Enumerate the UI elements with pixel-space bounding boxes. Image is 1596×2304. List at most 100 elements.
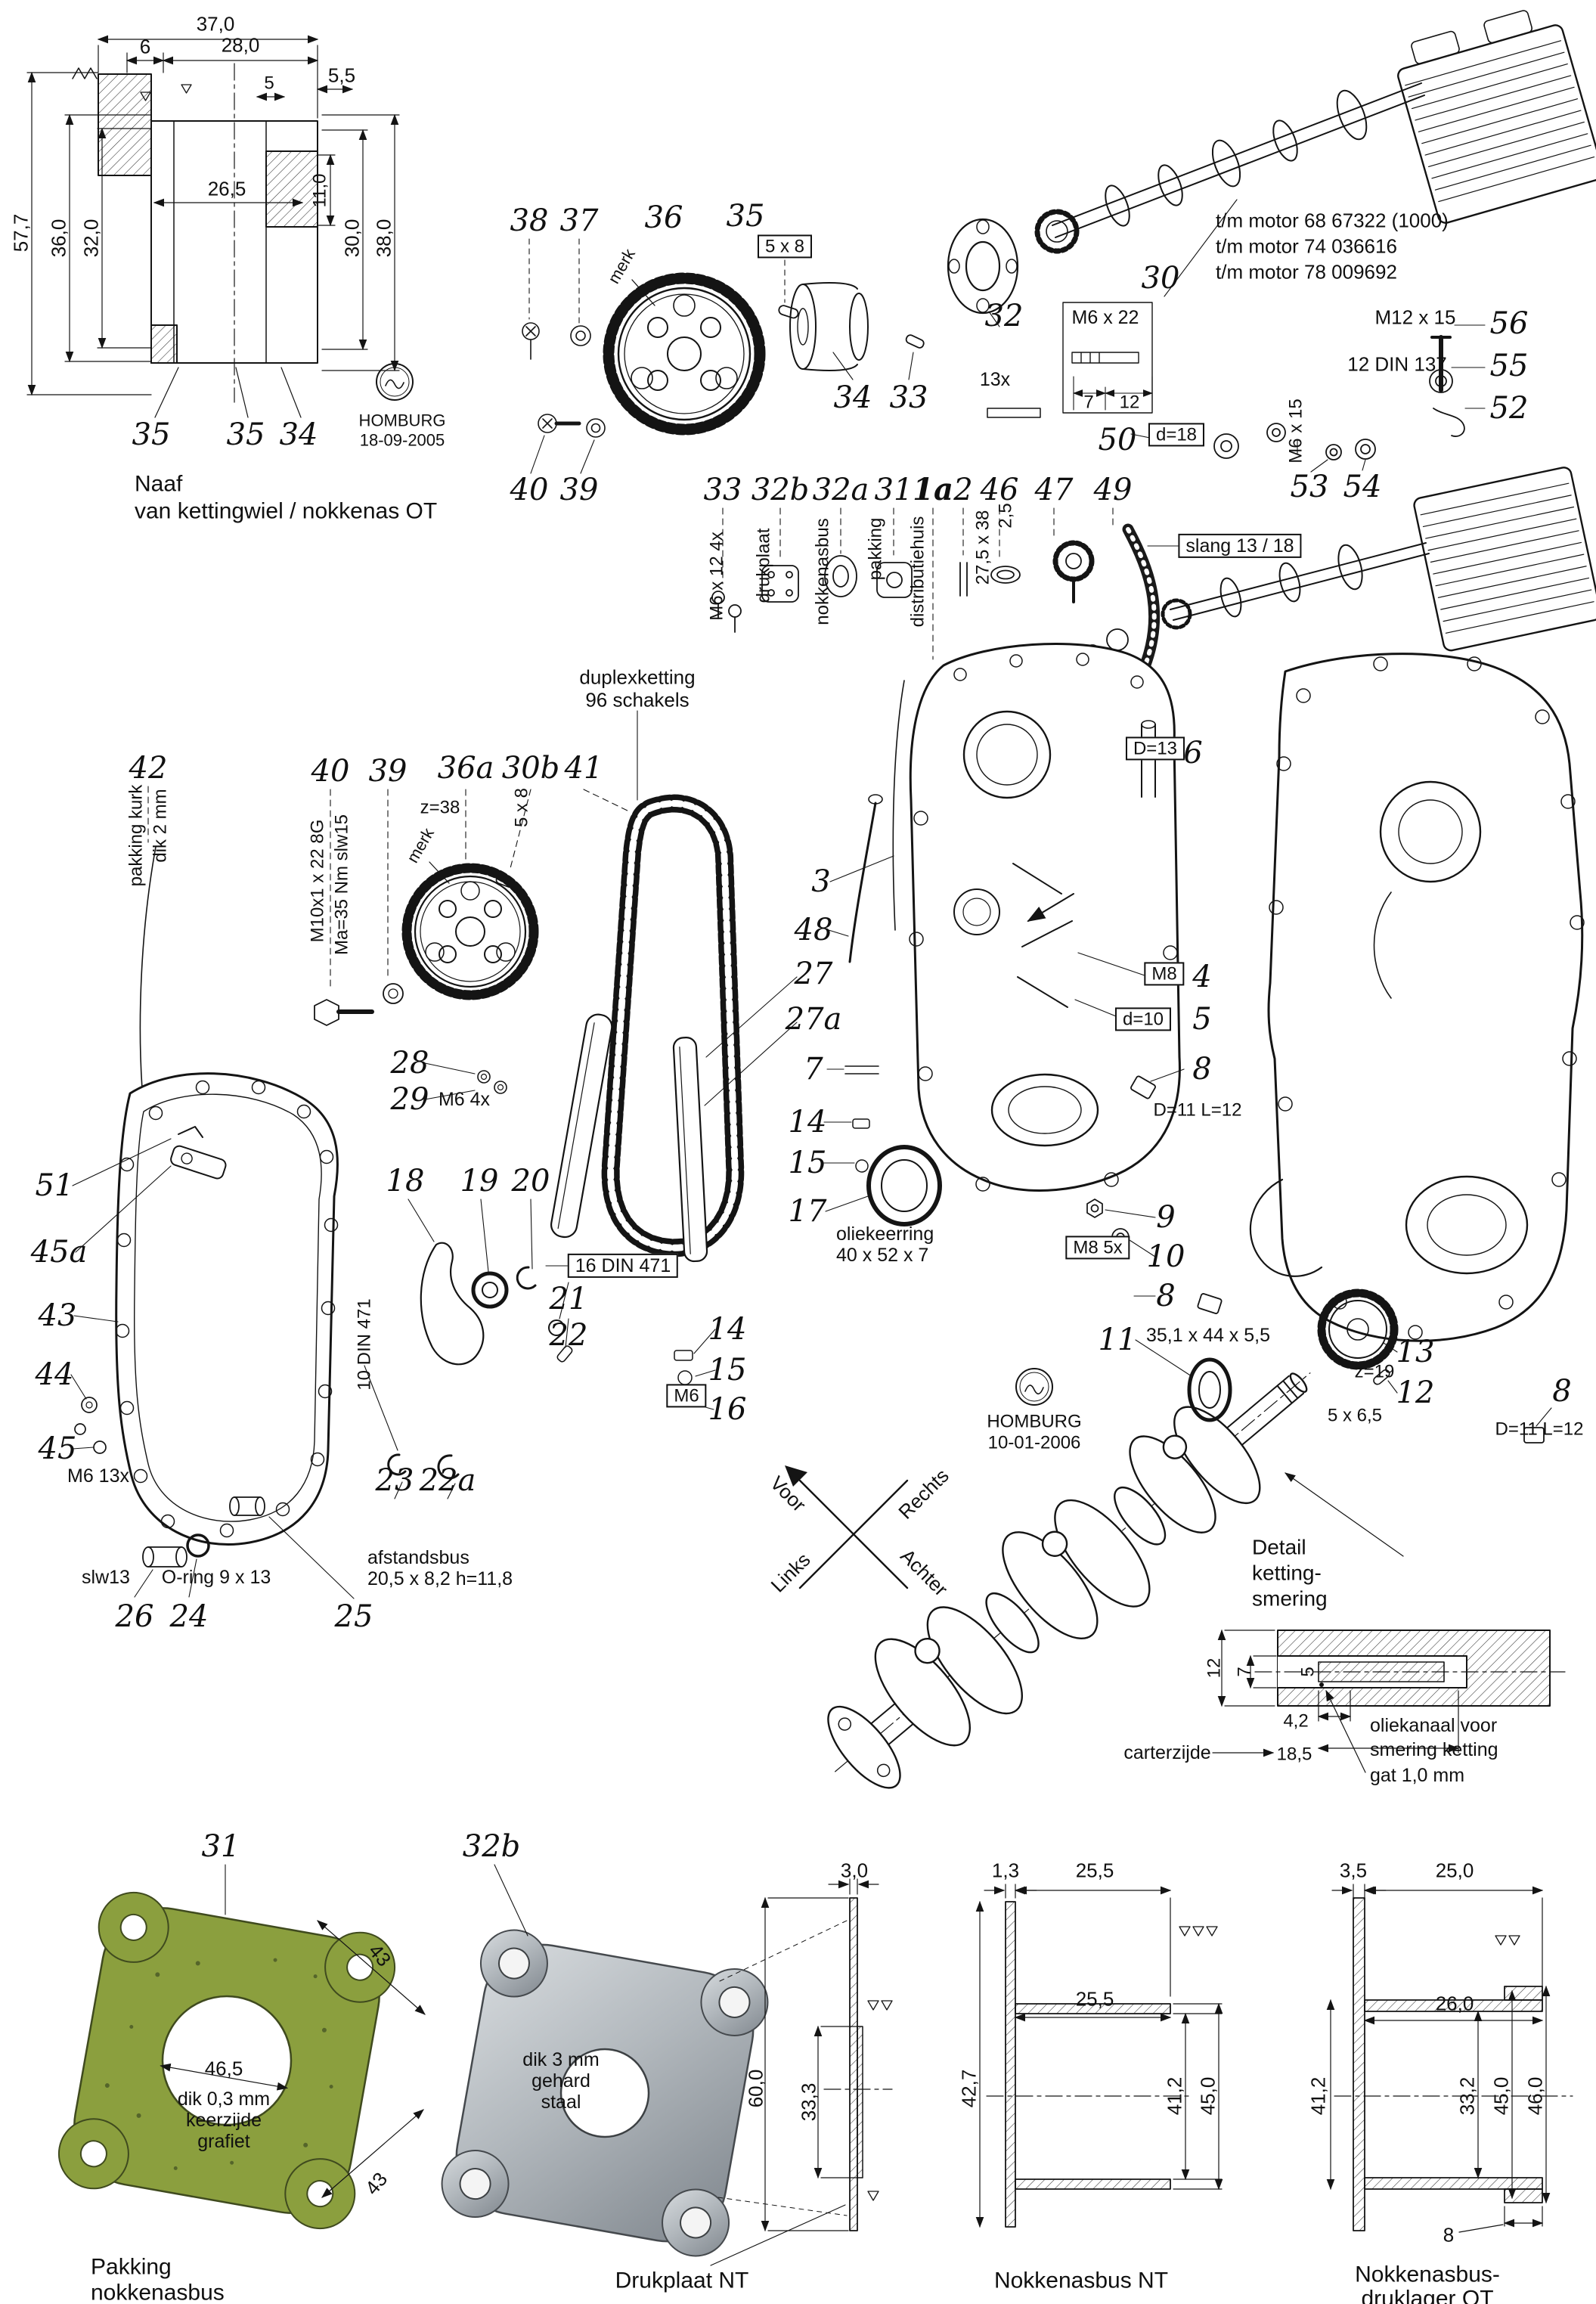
hub-dimension-drawing <box>26 35 400 418</box>
part-8-b: 8 <box>1156 1279 1176 1313</box>
gasket-dim-46-5: 46,5 <box>204 2057 243 2080</box>
motor-line-2: t/m motor 74 036616 <box>1216 234 1397 258</box>
nb-dim-1-3: 1,3 <box>991 1859 1020 1882</box>
druklager-ot-section <box>1326 1884 1573 2233</box>
rot-drukplaat: drukplaat <box>753 528 774 603</box>
homburg-1-date: 18-09-2005 <box>359 430 445 450</box>
motor-line-3: t/m motor 78 009692 <box>1216 260 1397 284</box>
homburg-logo-1 <box>376 363 414 401</box>
part-37: 37 <box>559 203 599 238</box>
gasket-note-3: grafiet <box>197 2130 250 2152</box>
gasket-note-2: keerzijde <box>185 2109 262 2131</box>
part-50: 50 <box>1098 423 1137 457</box>
dim-32-0: 32,0 <box>79 219 103 258</box>
part-56: 56 <box>1489 306 1529 341</box>
box-5x8: 5 x 8 <box>757 234 813 259</box>
det-4-2: 4,2 <box>1283 1710 1309 1732</box>
pakking-title-2: nokkenasbus <box>91 2280 225 2304</box>
box-slang: slang 13 / 18 <box>1178 533 1302 559</box>
detail-title-3: smering <box>1252 1586 1328 1611</box>
no-dim-45-0: 45,0 <box>1489 2076 1513 2116</box>
part-13: 13 <box>1396 1335 1435 1369</box>
label-o-ring: O-ring 9 x 13 <box>161 1566 271 1588</box>
part-18: 18 <box>386 1164 425 1199</box>
det-olie-2: smering ketting <box>1370 1738 1498 1760</box>
part-22: 22 <box>549 1318 588 1353</box>
chain-lubrication-detail <box>1212 1472 1566 1773</box>
rot-m6x12: M6 x 12 4x <box>706 532 727 621</box>
det-olie-3: gat 1,0 mm <box>1370 1764 1465 1786</box>
chain-guide-27 <box>550 1013 613 1239</box>
part-4: 4 <box>1192 960 1212 994</box>
camshaft-sprocket-36 <box>603 272 766 436</box>
crankshaft <box>827 1372 1311 1789</box>
key-12 <box>1373 1369 1390 1385</box>
rot-distributiehuis: distributiehuis <box>907 516 928 628</box>
bolt-38-washer-37 <box>522 238 591 360</box>
part-32b-b: 32b <box>462 1829 521 1864</box>
label-d11-a: D=11 L=12 <box>1153 1099 1242 1121</box>
chain-guide-27a <box>672 1037 708 1263</box>
timing-housing <box>848 642 1181 1192</box>
part-42: 42 <box>129 751 168 786</box>
no-dim-33-2: 33,2 <box>1455 2076 1479 2116</box>
det-7: 7 <box>1234 1667 1255 1677</box>
compass-links: Links <box>766 1548 815 1597</box>
bolt-40-washer-39-top <box>530 414 606 474</box>
drukplaat-32b <box>441 1929 769 2257</box>
naaf-title: Naaf <box>135 471 183 497</box>
part-40-a: 40 <box>510 473 549 507</box>
druklager-title-1: Nokkenasbus- <box>1355 2262 1500 2287</box>
part-51: 51 <box>35 1168 74 1203</box>
part-8-a: 8 <box>1192 1052 1212 1087</box>
left-cover <box>74 1072 339 1546</box>
label-d18: d=18 <box>1148 423 1205 447</box>
detail-title-1: Detail <box>1252 1535 1306 1559</box>
part-14-a: 14 <box>788 1105 827 1140</box>
cork-gasket-42 <box>139 846 157 1090</box>
label-z19: z=19 <box>1354 1361 1395 1382</box>
dim-57-7: 57,7 <box>9 213 33 253</box>
part-33-a: 33 <box>889 380 928 415</box>
part-35-a: 35 <box>132 417 171 452</box>
part-28: 28 <box>390 1046 429 1081</box>
part-17: 17 <box>788 1194 827 1229</box>
afstandsbus-1: afstandsbus <box>367 1546 470 1568</box>
oil-seal-17 <box>866 1145 942 1226</box>
part-22a: 22a <box>419 1463 476 1498</box>
stud-box-m6x22 <box>1062 302 1154 414</box>
nb-dim-45-0: 45,0 <box>1196 2076 1219 2116</box>
rot-m10x1: M10x1 x 22 8G <box>307 819 328 943</box>
homburg-logo-2 <box>1015 1368 1053 1406</box>
rot-10din471: 10 DIN 471 <box>354 1298 375 1391</box>
part-23: 23 <box>375 1463 414 1498</box>
label-m6x15: M6 x 15 <box>1285 398 1306 464</box>
rot-27-5x38: 27,5 x 38 <box>972 510 993 585</box>
dim-5: 5 <box>264 73 274 94</box>
part-35-c: 35 <box>726 199 765 234</box>
no-dim-26-0: 26,0 <box>1435 1992 1474 2015</box>
nokkenasbus-nt-title: Nokkenasbus NT <box>993 2268 1169 2293</box>
part-47: 47 <box>1034 473 1074 507</box>
afstandsbus-2: 20,5 x 8,2 h=11,8 <box>367 1568 513 1589</box>
part-43: 43 <box>38 1298 77 1333</box>
label-5x6-5: 5 x 6,5 <box>1327 1405 1383 1426</box>
compass-rechts: Rechts <box>894 1464 953 1524</box>
guide-bolts-28-29 <box>424 1062 507 1100</box>
part-45: 45 <box>38 1431 77 1466</box>
box-16din471: 16 DIN 471 <box>567 1253 679 1279</box>
part-32b-a: 32b <box>751 473 810 507</box>
np-dim-33-3: 33,3 <box>797 2082 820 2122</box>
label-m6x22: M6 x 22 <box>1071 306 1139 328</box>
part-52: 52 <box>1489 391 1529 426</box>
label-m6-4x: M6 4x <box>438 1088 491 1110</box>
rot-merk-a: merk <box>603 245 640 287</box>
part-20: 20 <box>511 1164 550 1199</box>
part-48: 48 <box>794 913 833 947</box>
dim-38-0: 38,0 <box>372 219 395 258</box>
no-dim-8: 8 <box>1443 2223 1455 2247</box>
dim-36-0: 36,0 <box>47 219 70 258</box>
camshaft-assembly-lower <box>1085 467 1596 659</box>
duplex-chain <box>601 794 745 1257</box>
